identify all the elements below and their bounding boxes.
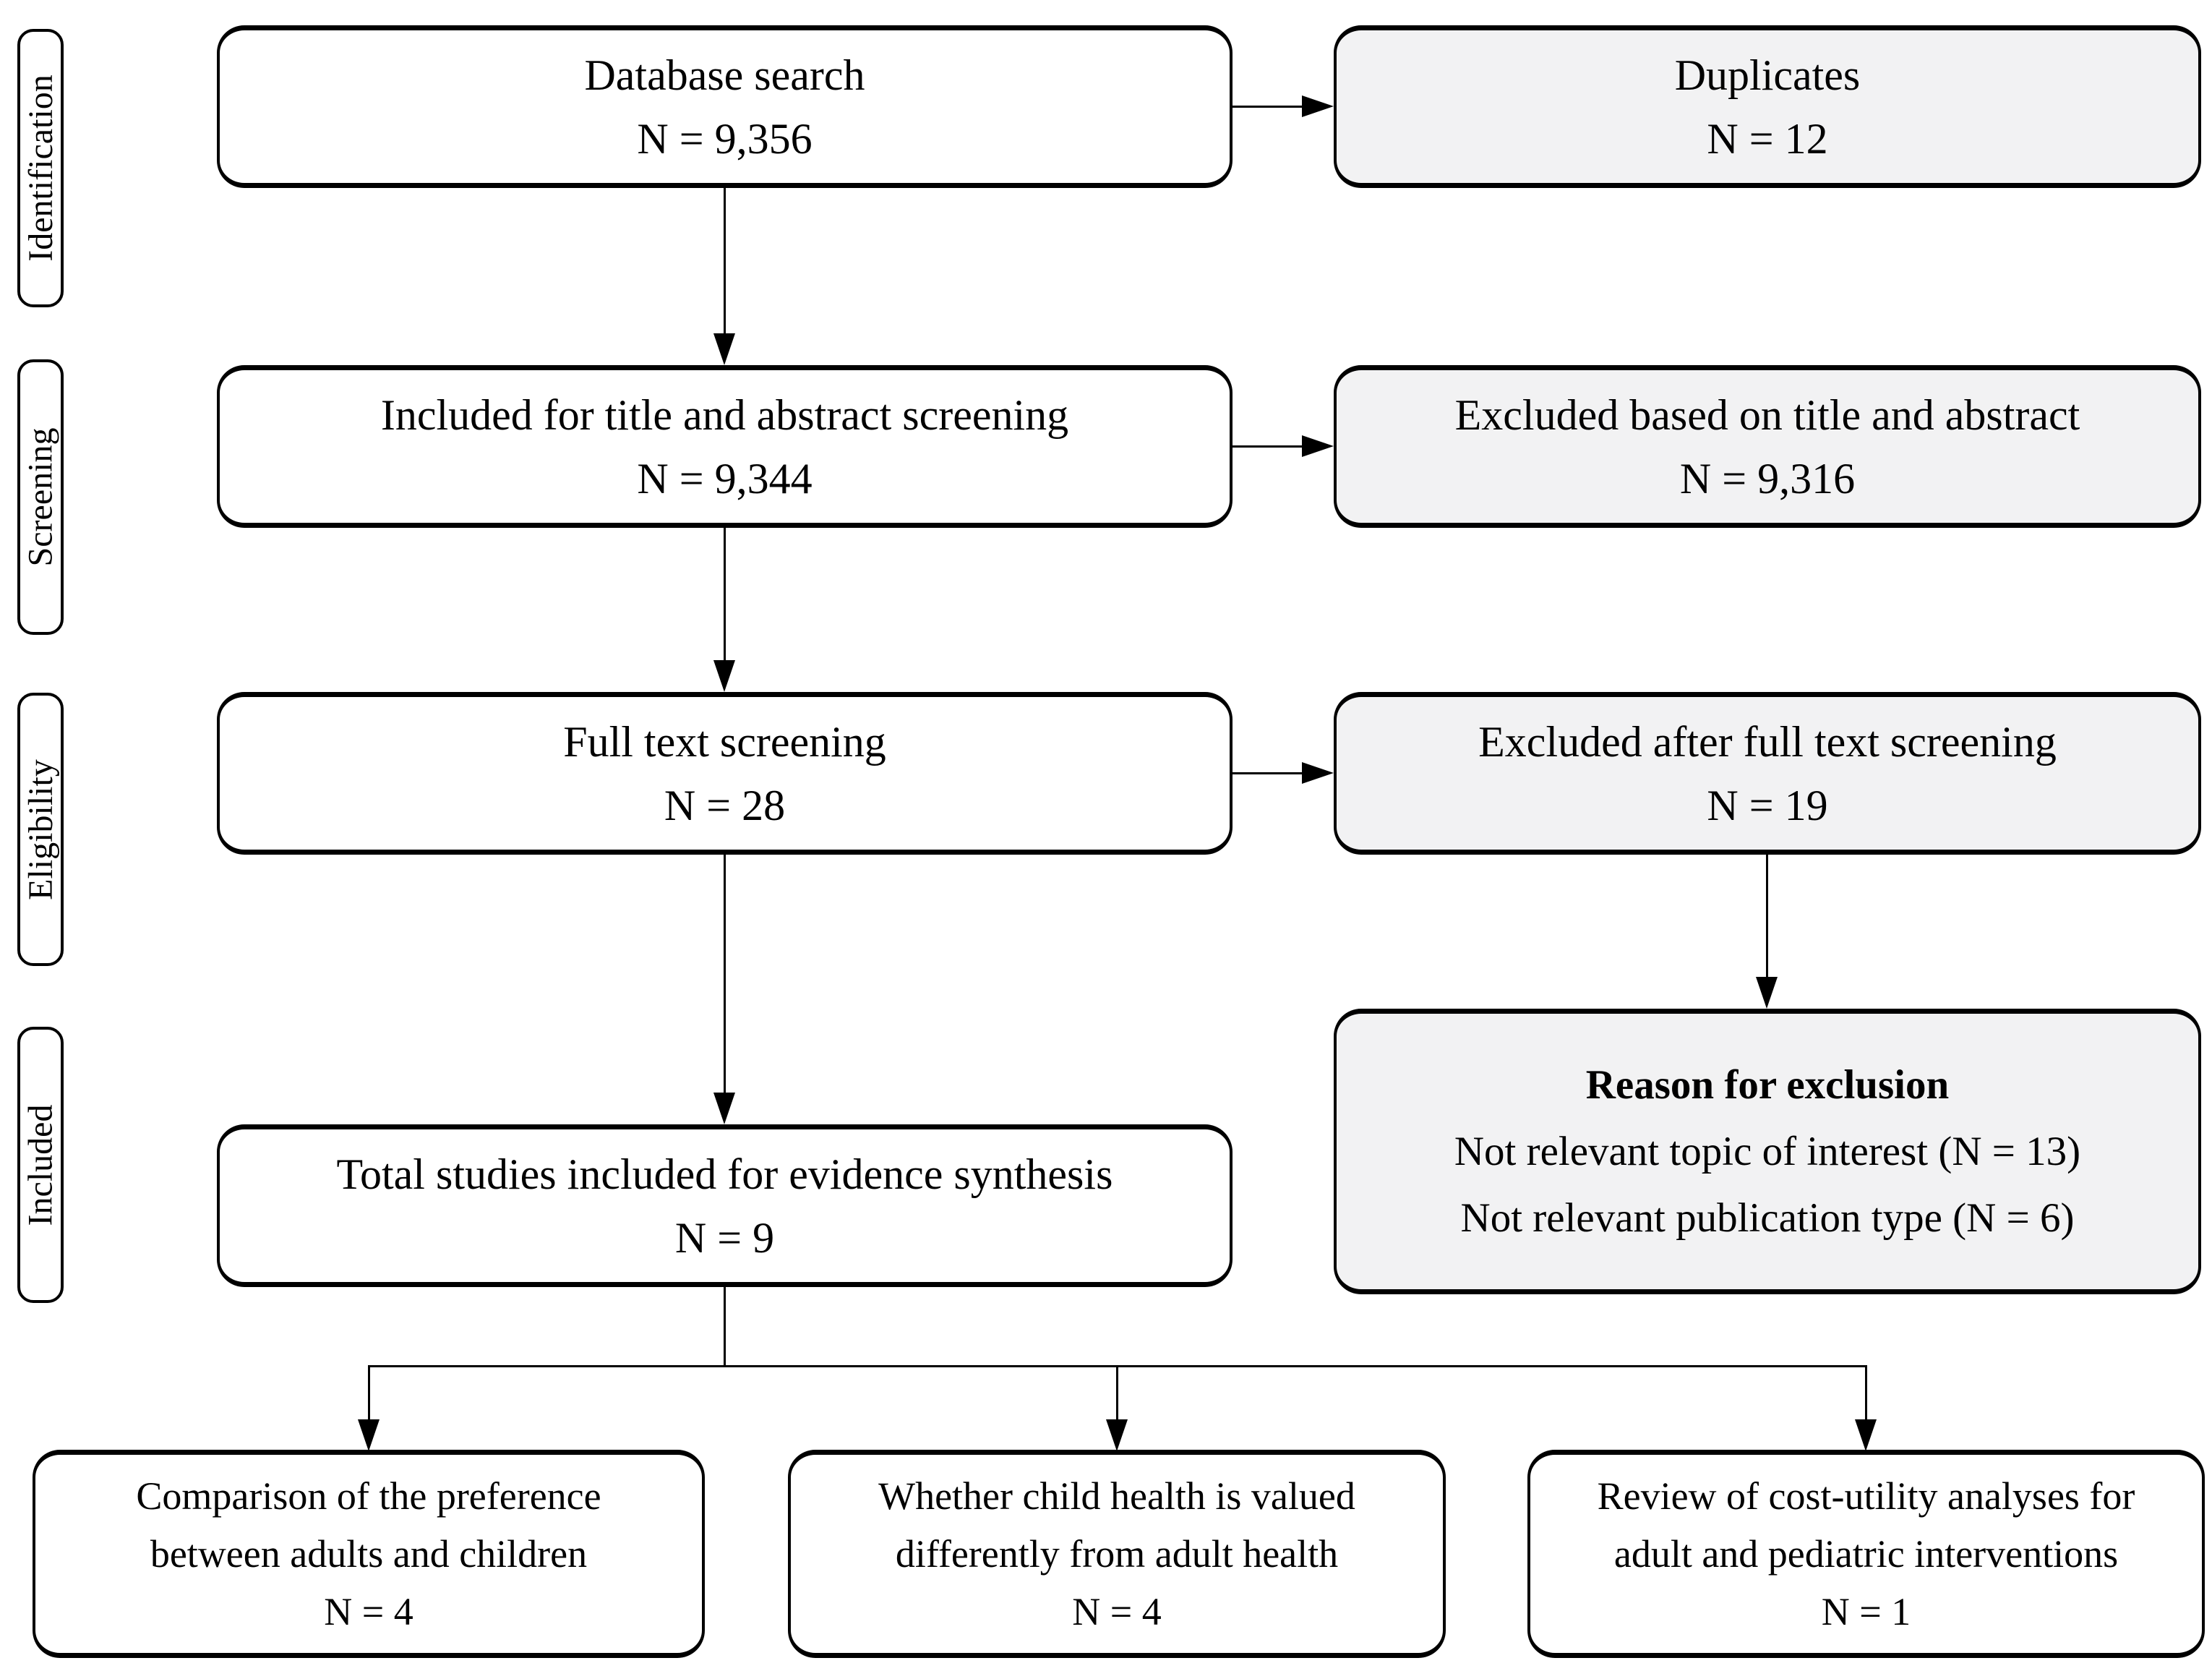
arrow-shaft-fulltext-to-excluded (1233, 772, 1305, 774)
box-count: N = 9,356 (637, 114, 813, 163)
arrow-head-down-icon (1106, 1419, 1128, 1451)
stage-label-identification: Identification (17, 29, 64, 307)
box-duplicates: Duplicates N = 12 (1334, 25, 2201, 188)
box-label: Excluded after full text screening (1478, 717, 2057, 766)
arrow-shaft-screening-to-excluded (1233, 445, 1305, 448)
box-excluded-full-text: Excluded after full text screening N = 1… (1334, 692, 2201, 855)
arrow-head-right-icon (1302, 762, 1334, 784)
exclusion-reason-item: Not relevant topic of interest (N = 13) (1454, 1128, 2081, 1174)
box-label: Duplicates (1674, 51, 1861, 99)
box-count: N = 12 (1707, 114, 1828, 163)
stage-label-screening: Screening (17, 359, 64, 635)
stage-label-text: Identification (21, 74, 60, 262)
box-category-preference-comparison: Comparison of the preference between adu… (33, 1450, 705, 1658)
arrow-shaft-branch-to-category1 (368, 1365, 370, 1421)
box-label: Total studies included for evidence synt… (336, 1150, 1113, 1198)
box-label: Included for title and abstract screenin… (380, 390, 1069, 439)
box-full-text-screening: Full text screening N = 28 (217, 692, 1233, 855)
arrow-head-down-icon (713, 333, 735, 365)
arrow-shaft-screening-to-fulltext (724, 526, 726, 662)
stage-label-included: Included (17, 1027, 64, 1303)
arrow-shaft-fulltext-to-total (724, 853, 726, 1094)
box-label-line2: differently from adult health (895, 1532, 1339, 1576)
box-label-line2: adult and pediatric interventions (1613, 1532, 2119, 1576)
arrow-shaft-branch-to-category3 (1865, 1365, 1867, 1421)
arrow-shaft-db-to-duplicates (1233, 106, 1305, 108)
box-exclusion-reasons: Reason for exclusion Not relevant topic … (1334, 1009, 2201, 1294)
box-count: N = 28 (664, 781, 786, 829)
arrow-head-down-icon (1855, 1419, 1877, 1451)
box-label: Excluded based on title and abstract (1454, 390, 2080, 439)
arrow-shaft-db-to-screening (724, 187, 726, 335)
arrow-shaft-excluded-to-reasons (1766, 853, 1768, 978)
box-label-line1: Whether child health is valued (878, 1474, 1355, 1518)
stage-label-text: Included (21, 1104, 60, 1226)
box-total-included: Total studies included for evidence synt… (217, 1124, 1233, 1287)
box-count: N = 9,316 (1679, 454, 1856, 503)
box-category-cost-utility-review: Review of cost-utility analyses for adul… (1527, 1450, 2205, 1658)
arrow-head-down-icon (713, 660, 735, 692)
stage-label-text: Eligibility (21, 758, 60, 900)
exclusion-reason-item: Not relevant publication type (N = 6) (1460, 1195, 2075, 1241)
box-label: Database search (584, 51, 865, 99)
box-label-line1: Review of cost-utility analyses for (1597, 1474, 2135, 1518)
box-label-line2: between adults and children (150, 1532, 588, 1576)
box-count: N = 1 (1821, 1590, 1911, 1633)
stage-label-eligibility: Eligibility (17, 693, 64, 966)
box-count: N = 4 (324, 1590, 413, 1633)
box-database-search: Database search N = 9,356 (217, 25, 1233, 188)
arrow-head-down-icon (713, 1093, 735, 1124)
arrow-head-right-icon (1302, 435, 1334, 457)
box-count: N = 19 (1707, 781, 1828, 829)
box-count: N = 4 (1072, 1590, 1162, 1633)
arrow-head-down-icon (1756, 977, 1778, 1009)
box-category-child-health-valuation: Whether child health is valued different… (788, 1450, 1446, 1658)
box-title-abstract-screening: Included for title and abstract screenin… (217, 365, 1233, 528)
box-count: N = 9 (674, 1213, 775, 1262)
exclusion-reasons-title: Reason for exclusion (1585, 1061, 1950, 1108)
arrow-shaft-branch-to-category2 (1116, 1365, 1118, 1421)
box-label-line1: Comparison of the preference (136, 1474, 601, 1518)
box-label: Full text screening (563, 717, 886, 766)
arrow-shaft-total-to-branch (724, 1286, 726, 1367)
box-count: N = 9,344 (637, 454, 813, 503)
arrow-head-down-icon (358, 1419, 380, 1451)
box-excluded-title-abstract: Excluded based on title and abstract N =… (1334, 365, 2201, 528)
arrow-head-right-icon (1302, 95, 1334, 117)
stage-label-text: Screening (21, 427, 60, 567)
